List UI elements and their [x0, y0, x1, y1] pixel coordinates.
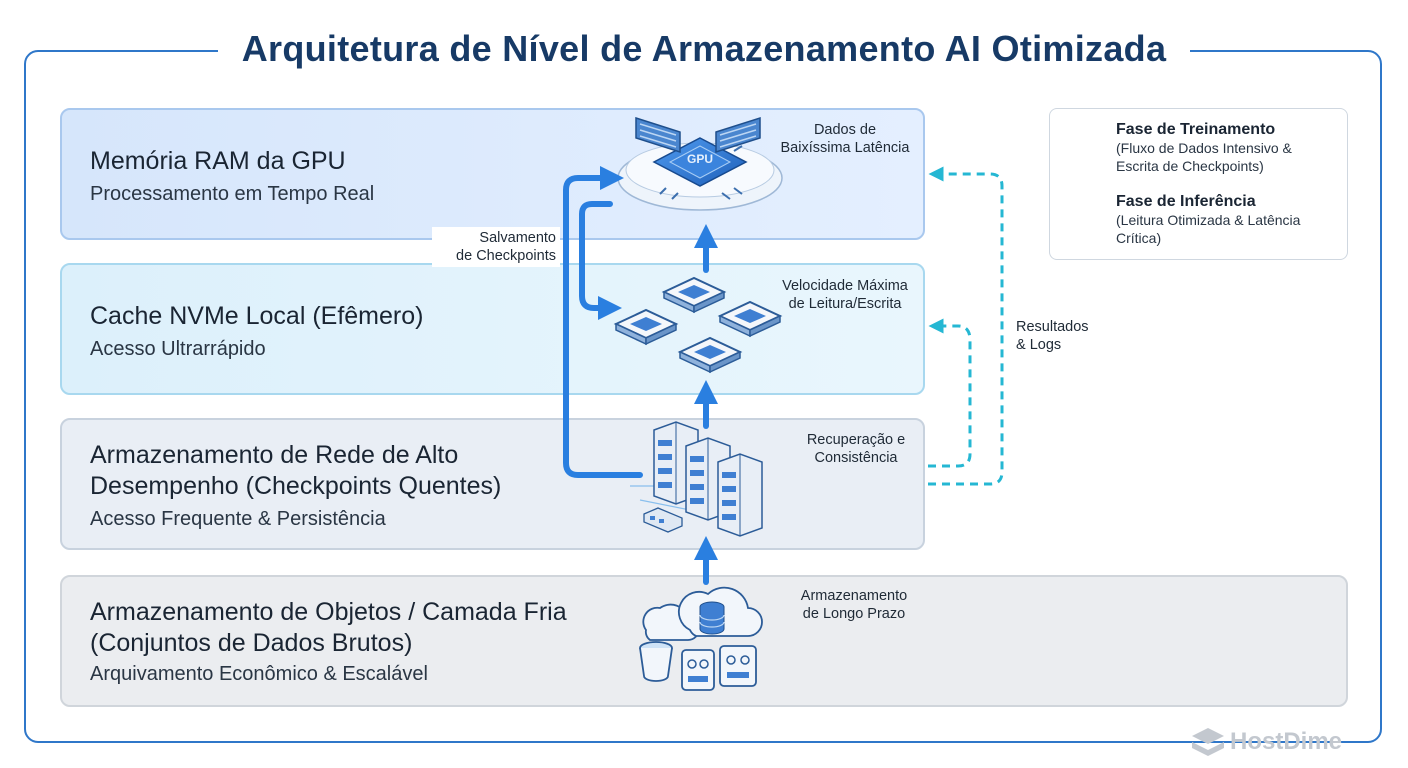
brand-logo: HostDime [1190, 726, 1370, 758]
note-long-term: Armazenamento de Longo Prazo [776, 587, 932, 623]
tier-object-title-line1: Armazenamento de Objetos / Camada Fria [90, 598, 567, 626]
tier-nvme-cache: Cache NVMe Local (Efêmero) Acesso Ultrar… [60, 263, 925, 395]
note-max-speed-line2: de Leitura/Escrita [788, 296, 902, 312]
tier-network-subtitle: Acesso Frequente & Persistência [90, 508, 386, 530]
legend-training-desc1: (Fluxo de Dados Intensivo & [1116, 140, 1292, 156]
nvme-drive-icon [613, 276, 783, 374]
gpu-chip-icon [617, 137, 783, 211]
legend-training: Fase de Treinamento (Fluxo de Dados Inte… [1116, 121, 1292, 175]
inference-flow-arrows [928, 166, 1004, 486]
legend-inference: Fase de Inferência (Leitura Otimizada & … [1116, 193, 1300, 247]
tier-gpu-subtitle: Processamento em Tempo Real [90, 183, 375, 205]
legend-inference-title: Fase de Inferência [1116, 193, 1256, 210]
legend-inference-desc2: Crítica) [1116, 230, 1162, 246]
note-max-speed: Velocidade Máxima de Leitura/Escrita [762, 277, 928, 313]
server-rack-icon [630, 421, 763, 537]
tier-object-title-line2: (Conjuntos de Dados Brutos) [90, 629, 413, 657]
note-checkpoint-line2: de Checkpoints [456, 248, 556, 264]
tier-gpu-title: Memória RAM da GPU [90, 147, 346, 175]
note-long-term-line1: Armazenamento [800, 588, 908, 604]
note-recovery-line1: Recuperação e [806, 432, 906, 448]
note-recovery-line2: Consistência [814, 450, 898, 466]
training-flow-arrows [563, 166, 718, 585]
tier-nvme-title: Cache NVMe Local (Efêmero) [90, 302, 424, 330]
tier-network-storage: Armazenamento de Rede de Alto Desempenho… [60, 418, 925, 550]
arrow-results-to-gpu [928, 166, 1004, 486]
note-checkpoint-line1: Salvamento [479, 230, 556, 246]
note-max-speed-line1: Velocidade Máxima [782, 278, 908, 294]
legend-box: Fase de Treinamento (Fluxo de Dados Inte… [1049, 108, 1348, 260]
note-results-logs: Resultados & Logs [1016, 318, 1126, 354]
note-recovery: Recuperação e Consistência [784, 431, 928, 467]
note-long-term-line2: de Longo Prazo [802, 606, 906, 622]
tier-nvme-subtitle: Acesso Ultrarrápido [90, 338, 266, 360]
hostdime-logo-icon [1192, 728, 1224, 756]
brand-name: HostDime [1230, 728, 1343, 755]
tape-icon [681, 645, 757, 691]
note-results-line2: & Logs [1016, 337, 1062, 353]
arrow-checkpoint-loop-outer [563, 166, 643, 478]
note-checkpoint-save: Salvamento de Checkpoints [432, 227, 560, 267]
note-results-line1: Resultados [1016, 319, 1089, 335]
legend-inference-desc1: (Leitura Otimizada & Latência [1116, 212, 1301, 228]
gpu-chip-label: GPU [686, 152, 713, 166]
ram-module-icon [635, 116, 761, 154]
arrow-checkpoint-loop-inner [579, 201, 622, 320]
bucket-icon [639, 641, 673, 682]
note-low-latency-line1: Dados de [813, 122, 877, 138]
arrow-recovery-to-nvme [928, 318, 972, 468]
legend-training-desc2: Escrita de Checkpoints) [1116, 158, 1264, 174]
tier-network-title-line1: Armazenamento de Rede de Alto [90, 441, 459, 469]
cloud-storage-icon [642, 586, 763, 641]
legend-training-title: Fase de Treinamento [1116, 121, 1276, 138]
tier-network-title-line2: Desempenho (Checkpoints Quentes) [90, 472, 502, 500]
page-title: Arquitetura de Nível de Armazenamento AI… [0, 28, 1408, 70]
note-low-latency-line2: Baixíssima Latência [780, 140, 910, 156]
note-low-latency: Dados de Baixíssima Latência [762, 121, 928, 157]
tier-object-subtitle: Arquivamento Econômico & Escalável [90, 663, 428, 685]
